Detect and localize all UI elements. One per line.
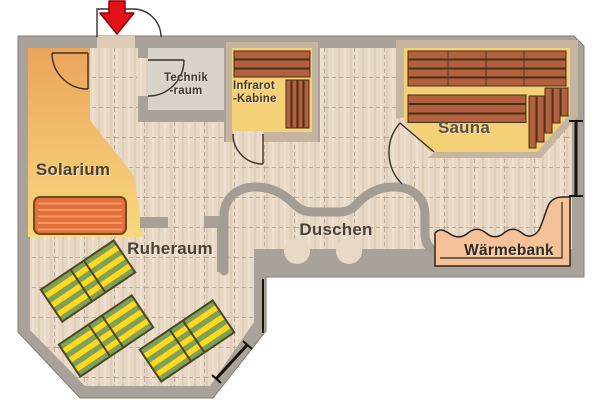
- window-diagonal-wall: [214, 343, 249, 381]
- waermebank-bench: [434, 196, 571, 267]
- solarium-sunbed: [33, 196, 127, 235]
- technikraum-floor: [148, 48, 224, 110]
- sauna-benches: [407, 50, 569, 149]
- windows: [211, 120, 583, 384]
- door-swing-sauna: [388, 122, 435, 185]
- lounger: [57, 294, 155, 378]
- entrance-threshold: [97, 36, 135, 48]
- infrared-bench: [233, 50, 311, 129]
- shower-tray-scallop: [336, 238, 362, 264]
- sauna-door-opening: [393, 117, 437, 161]
- shower-walls: [140, 182, 446, 276]
- door-swing-infrarot: [232, 133, 264, 165]
- room-solarium: [28, 48, 143, 237]
- loungers: [39, 239, 236, 383]
- technikraum-door-opening: [137, 58, 148, 96]
- infrarot-door-opening: [233, 131, 263, 143]
- lounger: [39, 239, 137, 323]
- room-infrarot-kabine: [232, 48, 312, 132]
- door-swing-technikraum: [147, 59, 185, 97]
- entrance-arrow-icon: [99, 0, 135, 35]
- shower-tray-scallop: [284, 238, 310, 264]
- room-sauna: [393, 40, 578, 161]
- door-swing-solarium: [51, 52, 89, 90]
- door-swings: [51, 52, 435, 185]
- entrance-marker: [96, 0, 162, 48]
- lounger: [138, 299, 236, 383]
